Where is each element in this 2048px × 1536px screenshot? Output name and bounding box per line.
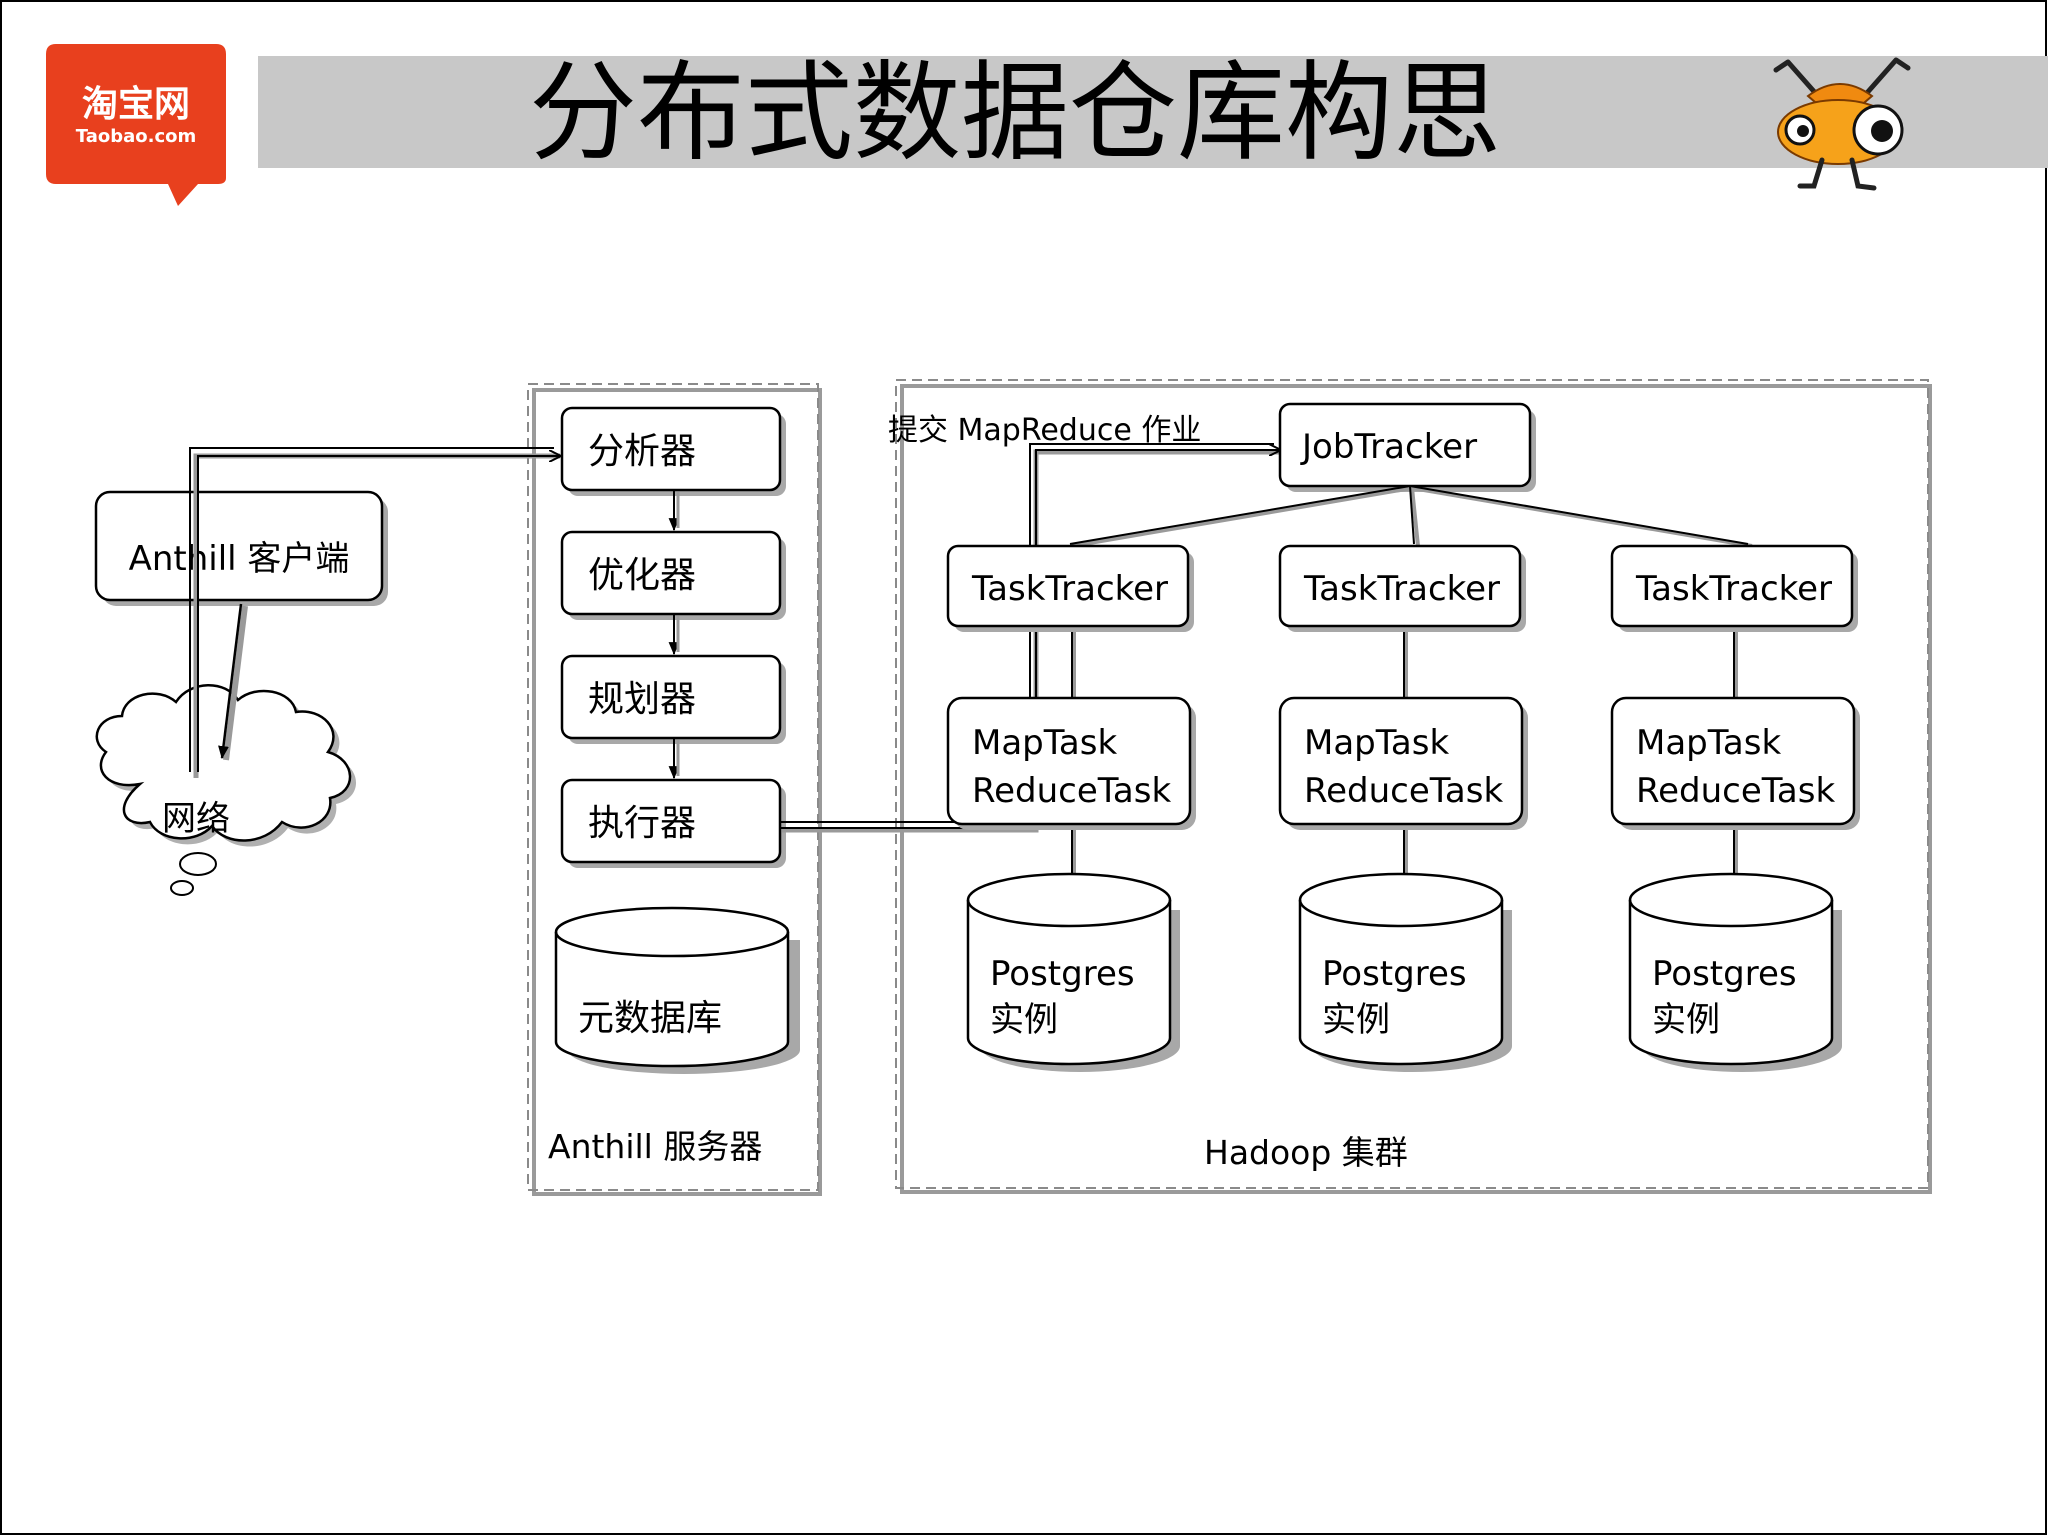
server-group-shadow [532, 388, 822, 1196]
submit-job-arrow [780, 443, 1280, 833]
server-group-border [527, 383, 819, 1191]
title-bar [258, 56, 2048, 168]
optimizer-label: 优化器 [588, 555, 696, 596]
cluster-node-2: TaskTracker MapTask ReduceTask Postgres … [1278, 544, 1528, 1072]
postgres-label: Postgres [1652, 954, 1797, 994]
task-tracker-label: TaskTracker [1635, 569, 1832, 609]
pipeline-arrows [668, 490, 680, 780]
cluster-node-3: TaskTracker MapTask ReduceTask Postgres … [1610, 544, 1860, 1072]
ant-mascot-icon [1773, 57, 1911, 191]
instance-label: 实例 [1322, 1000, 1390, 1040]
pipeline-step-optimizer: 优化器 [560, 530, 786, 620]
cluster-group-caption: Hadoop 集群 [1204, 1133, 1408, 1172]
client-label: Anthill 客户端 [129, 539, 350, 579]
map-task-label: MapTask [1636, 723, 1781, 763]
page-title: 分布式数据仓库构思 [529, 51, 1501, 176]
map-task-label: MapTask [1304, 723, 1449, 763]
map-task-label: MapTask [972, 723, 1117, 763]
executor-label: 执行器 [588, 803, 696, 844]
network-cloud: 网络 [95, 684, 357, 896]
reduce-task-label: ReduceTask [1304, 771, 1503, 811]
server-group-caption: Anthill 服务器 [548, 1127, 762, 1166]
client-to-network-arrow [218, 603, 243, 760]
analyzer-label: 分析器 [588, 431, 696, 472]
network-to-analyzer-arrow [189, 447, 560, 778]
planner-label: 规划器 [588, 679, 696, 720]
cluster-group-shadow [900, 384, 1932, 1194]
task-tracker-label: TaskTracker [1303, 569, 1500, 609]
taobao-logo: 淘宝网 Taobao.com [46, 44, 226, 206]
logo-brand-en: Taobao.com [76, 126, 197, 147]
metadata-db: 元数据库 [554, 906, 800, 1074]
reduce-task-label: ReduceTask [972, 771, 1171, 811]
metadata-db-label: 元数据库 [578, 998, 722, 1039]
instance-label: 实例 [1652, 1000, 1720, 1040]
network-label: 网络 [162, 799, 230, 839]
instance-label: 实例 [990, 1000, 1058, 1040]
postgres-label: Postgres [1322, 954, 1467, 994]
pipeline-step-analyzer: 分析器 [560, 406, 786, 496]
postgres-label: Postgres [990, 954, 1135, 994]
tracker-fanout-lines [1069, 485, 1753, 548]
logo-brand-cn: 淘宝网 [82, 84, 190, 125]
cluster-node-1: TaskTracker MapTask ReduceTask Postgres … [946, 544, 1196, 1072]
task-tracker-label: TaskTracker [971, 569, 1168, 609]
pipeline-step-executor: 执行器 [560, 778, 786, 868]
cluster-group-border [895, 379, 1929, 1189]
client-node: Anthill 客户端 [94, 490, 388, 606]
reduce-task-label: ReduceTask [1636, 771, 1835, 811]
job-tracker: JobTracker [1278, 402, 1536, 492]
job-tracker-label: JobTracker [1300, 427, 1477, 467]
submit-job-label: 提交 MapReduce 作业 [888, 413, 1201, 448]
pipeline-step-planner: 规划器 [560, 654, 786, 744]
